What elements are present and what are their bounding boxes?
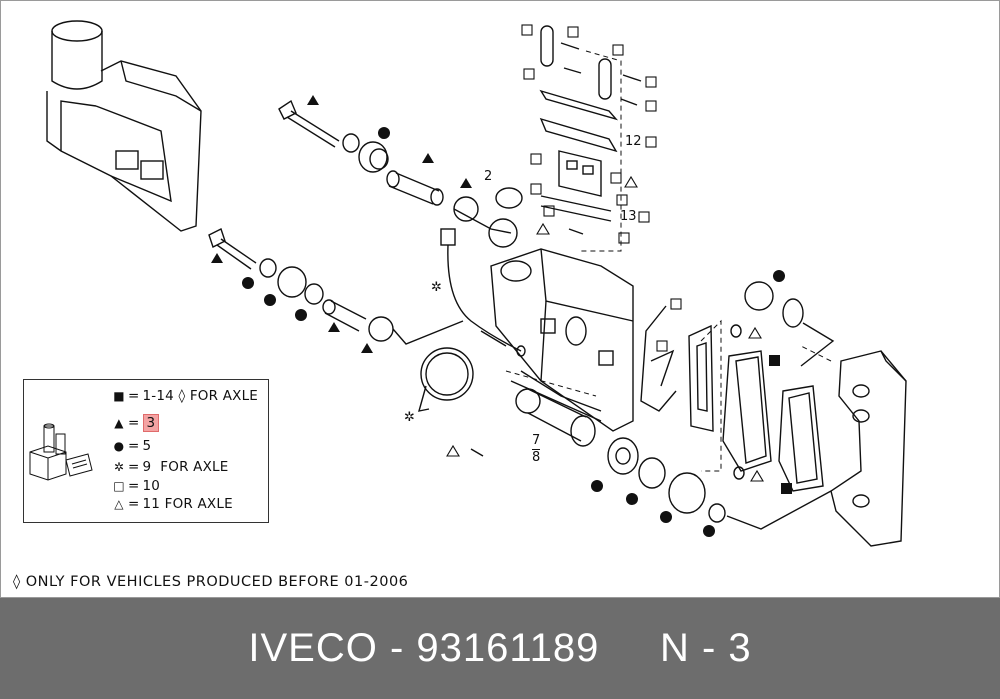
legend-value: 10: [142, 478, 161, 494]
filled-circle-icon: ●: [113, 439, 125, 453]
legend-value-highlighted: 3: [142, 414, 160, 432]
callout-7: 7: [532, 433, 541, 448]
marker-dots: [242, 127, 785, 537]
filled-triangle-icon: ▲: [114, 416, 124, 430]
open-triangle-icon: △: [114, 497, 124, 511]
legend-row-5: □=10: [113, 478, 161, 494]
hose-clamp: [418, 347, 474, 412]
svg-text:✲: ✲: [404, 410, 415, 425]
legend-row-1: ■=1-14 ◊ FOR AXLE: [113, 388, 259, 404]
open-square-icon: □: [113, 479, 125, 493]
legend-value: 11: [142, 496, 161, 512]
brake-actuator-drawing: [46, 20, 202, 232]
pad-retainer: [640, 305, 714, 432]
caption-bar: IVECO - 93161189 N - 3: [0, 598, 1000, 699]
svg-text:✲: ✲: [431, 280, 442, 295]
marker-asterisks: ✲ ✲: [404, 280, 442, 425]
legend-box: ■=1-14 ◊ FOR AXLE ▲=3 ●=5 ✲=9 FOR AXLE □…: [23, 379, 269, 523]
legend-note: ◊ FOR AXLE: [178, 388, 259, 404]
leader-lines: [505, 50, 832, 472]
legend-note: FOR AXLE: [160, 459, 229, 475]
caliper-housing: [490, 248, 634, 432]
legend-value: 9: [142, 459, 152, 475]
callout-13: 13: [620, 209, 637, 224]
callout-12: 12: [625, 134, 642, 149]
marker-filled-squares: [769, 355, 792, 494]
filled-square-icon: ■: [113, 389, 125, 403]
callout-8: 8: [532, 449, 541, 465]
legend-row-3: ●=5: [113, 438, 152, 454]
legend-note: FOR AXLE: [164, 496, 233, 512]
part-caption: IVECO - 93161189 N - 3: [248, 626, 752, 670]
marker-open-squares: [521, 24, 682, 352]
diagram-drawing: ✲ ✲: [46, 20, 907, 547]
legend-row-4: ✲=9 FOR AXLE: [113, 459, 229, 475]
carrier-bracket: [830, 350, 907, 547]
marker-triangles: [211, 95, 472, 353]
wear-sensor-cable: [440, 228, 526, 357]
legend-row-6: △=11 FOR AXLE: [112, 496, 233, 512]
legend-value: 1-14: [142, 388, 174, 404]
upper-guide-pin-assembly: [278, 99, 523, 248]
adjuster-parts: [539, 25, 642, 235]
asterisk-icon: ✲: [113, 460, 125, 474]
lower-guide-pin-assembly: [208, 228, 464, 345]
callout-2: 2: [484, 169, 493, 184]
right-seals: [730, 281, 835, 480]
marker-open-triangles: [446, 175, 764, 482]
legend-row-2: ▲=3: [112, 414, 160, 432]
brake-pads: [722, 350, 824, 492]
footnote: ◊ ONLY FOR VEHICLES PRODUCED BEFORE 01-2…: [13, 574, 409, 590]
piston-screw-assembly: [470, 388, 832, 530]
kit-box-icon: [29, 423, 93, 481]
legend-value: 5: [142, 438, 152, 454]
exploded-parts-diagram: ✲ ✲ 2 12 13 7 8 ■=1-14 ◊ FOR AXLE ▲=3: [0, 0, 1000, 598]
